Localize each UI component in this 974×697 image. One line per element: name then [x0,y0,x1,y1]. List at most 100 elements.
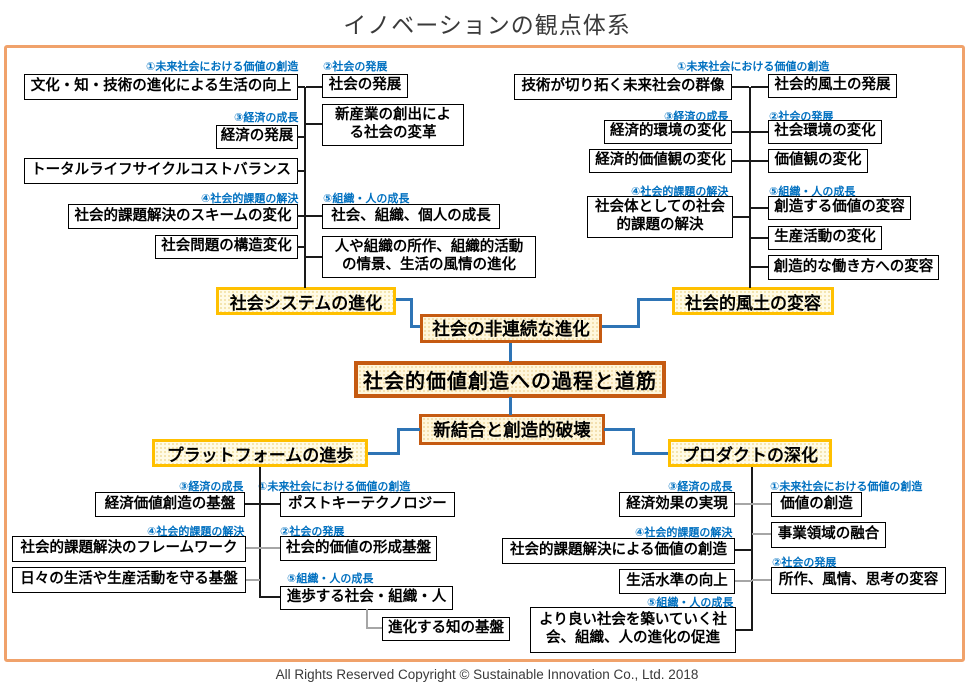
diagram-node: 技術が切り拓く未来社会の群像 [514,74,732,100]
hub-node: 社会システムの進化 [216,287,396,315]
connector-line [306,86,322,88]
connector-line [749,87,751,288]
diagram-node: 社会の発展 [322,74,408,98]
diagram-node: 創造的な働き方への変容 [768,255,939,280]
connector-line [245,503,260,505]
connector-line-gray [752,579,771,581]
category-label: ④社会的課題の解決 [147,526,245,538]
diagram-node: 社会環境の変化 [768,120,882,144]
hub-node: プロダクトの深化 [668,439,832,467]
connector-line [732,216,749,218]
connector-line [297,215,305,217]
diagram-node: 社会、組織、個人の成長 [322,204,500,229]
category-label: ⑤組織・人の成長 [647,597,734,609]
category-label: ④社会的課題の解決 [631,186,729,198]
category-label: ④社会的課題の解決 [201,193,299,205]
diagram-node: トータルライフサイクルコストバランス [24,158,298,184]
diagram-node: 生産活動の変化 [768,226,882,250]
connector-line-blue [509,343,512,362]
category-label: ④社会的課題の解決 [635,527,733,539]
diagram-node: 社会的課題解決のフレームワーク [12,536,246,562]
connector-line [259,467,261,598]
connector-line-blue [397,428,400,455]
connector-line [751,266,768,268]
connector-line [306,256,322,258]
connector-line-blue [397,428,420,431]
category-label: ③経済の成長 [234,112,299,124]
diagram-node: 社会体としての社会的課題の解決 [587,196,733,238]
diagram-node: 進化する知の基盤 [382,617,510,641]
connector-line [304,87,306,288]
connector-line [297,246,305,248]
connector-line-gray [735,580,752,582]
category-label: ⑤組織・人の成長 [323,193,410,205]
mid-node: 新結合と創造的破壊 [419,414,605,445]
category-label: ①未来社会における価値の創造 [258,481,411,493]
connector-line-blue [632,428,635,455]
connector-line [736,629,752,631]
connector-line-blue [396,298,413,301]
connector-line [731,86,749,88]
diagram-node: 人や組織の所作、組織的活動の情景、生活の風情の進化 [322,236,536,278]
connector-line-gray [366,627,382,629]
connector-line [751,160,768,162]
diagram-node: 所作、風情、思考の変容 [771,567,946,594]
connector-line [297,86,305,88]
diagram-node: 経済的価値観の変化 [589,149,732,173]
connector-line [297,136,305,138]
diagram-frame [4,45,965,662]
category-label: ③経済の成長 [179,481,244,493]
connector-line-blue [509,397,512,415]
mid-node: 社会の非連続な進化 [420,314,602,343]
diagram-node: 日々の生活や生産活動を守る基盤 [12,567,246,593]
diagram-node: 文化・知・技術の進化による生活の向上 [24,74,298,100]
category-label: ②社会の発展 [280,526,345,538]
diagram-node: 社会的風土の発展 [768,74,897,98]
category-label: ⑤組織・人の成長 [769,186,856,198]
connector-line [751,131,768,133]
diagram-node: 社会的価値の形成基盤 [280,536,437,561]
diagram-node: 価値の創造 [771,492,862,517]
connector-line [306,123,322,125]
copyright-text: All Rights Reserved Copyright © Sustaina… [275,667,699,682]
diagram-node: 新産業の創出による社会の変革 [322,104,464,146]
diagram-node: 経済効果の実現 [619,492,735,517]
diagram-node: ポストキーテクノロジー [280,492,455,517]
connector-line [751,467,753,631]
connector-line-gray [246,547,260,549]
connector-line-gray [735,503,752,505]
category-label: ①未来社会における価値の創造 [677,61,830,73]
diagram-node: 価値観の変化 [768,149,868,173]
diagram-node: 事業領域の融合 [771,522,886,548]
diagram-node: 生活水準の向上 [619,569,735,594]
connector-line-blue [632,452,670,455]
diagram-node: 創造する価値の変容 [768,196,911,220]
diagram-node: 経済価値創造の基盤 [95,492,245,517]
connector-line [751,237,768,239]
connector-line-blue [602,325,640,328]
connector-line-gray [246,579,260,581]
connector-line [731,131,749,133]
category-label: ②社会の発展 [772,557,837,569]
diagram-node: 社会問題の構造変化 [155,235,298,259]
connector-line-gray [752,503,771,505]
diagram-title: イノベーションの観点体系 [343,12,631,38]
connector-line-blue [637,298,672,301]
diagram-node: 経済的環境の変化 [604,120,732,144]
connector-line [260,503,280,505]
connector-line-blue [410,325,420,328]
category-label: ①未来社会における価値の創造 [770,481,923,493]
connector-line [735,549,752,551]
category-label: ①未来社会における価値の創造 [146,61,299,73]
connector-line-gray [752,533,771,535]
connector-line-gray [260,547,280,549]
diagram-node: 社会的課題解決による価値の創造 [502,538,735,564]
diagram-node: 進歩する社会・組織・人 [280,586,453,610]
hub-node: 社会的風土の変容 [672,287,834,315]
connector-line-blue [410,298,413,328]
connector-line-blue [367,452,398,455]
connector-line [306,215,322,217]
category-label: ②社会の発展 [323,61,388,73]
diagram-node: より良い社会を築いていく社会、組織、人の進化の促進 [530,607,736,653]
